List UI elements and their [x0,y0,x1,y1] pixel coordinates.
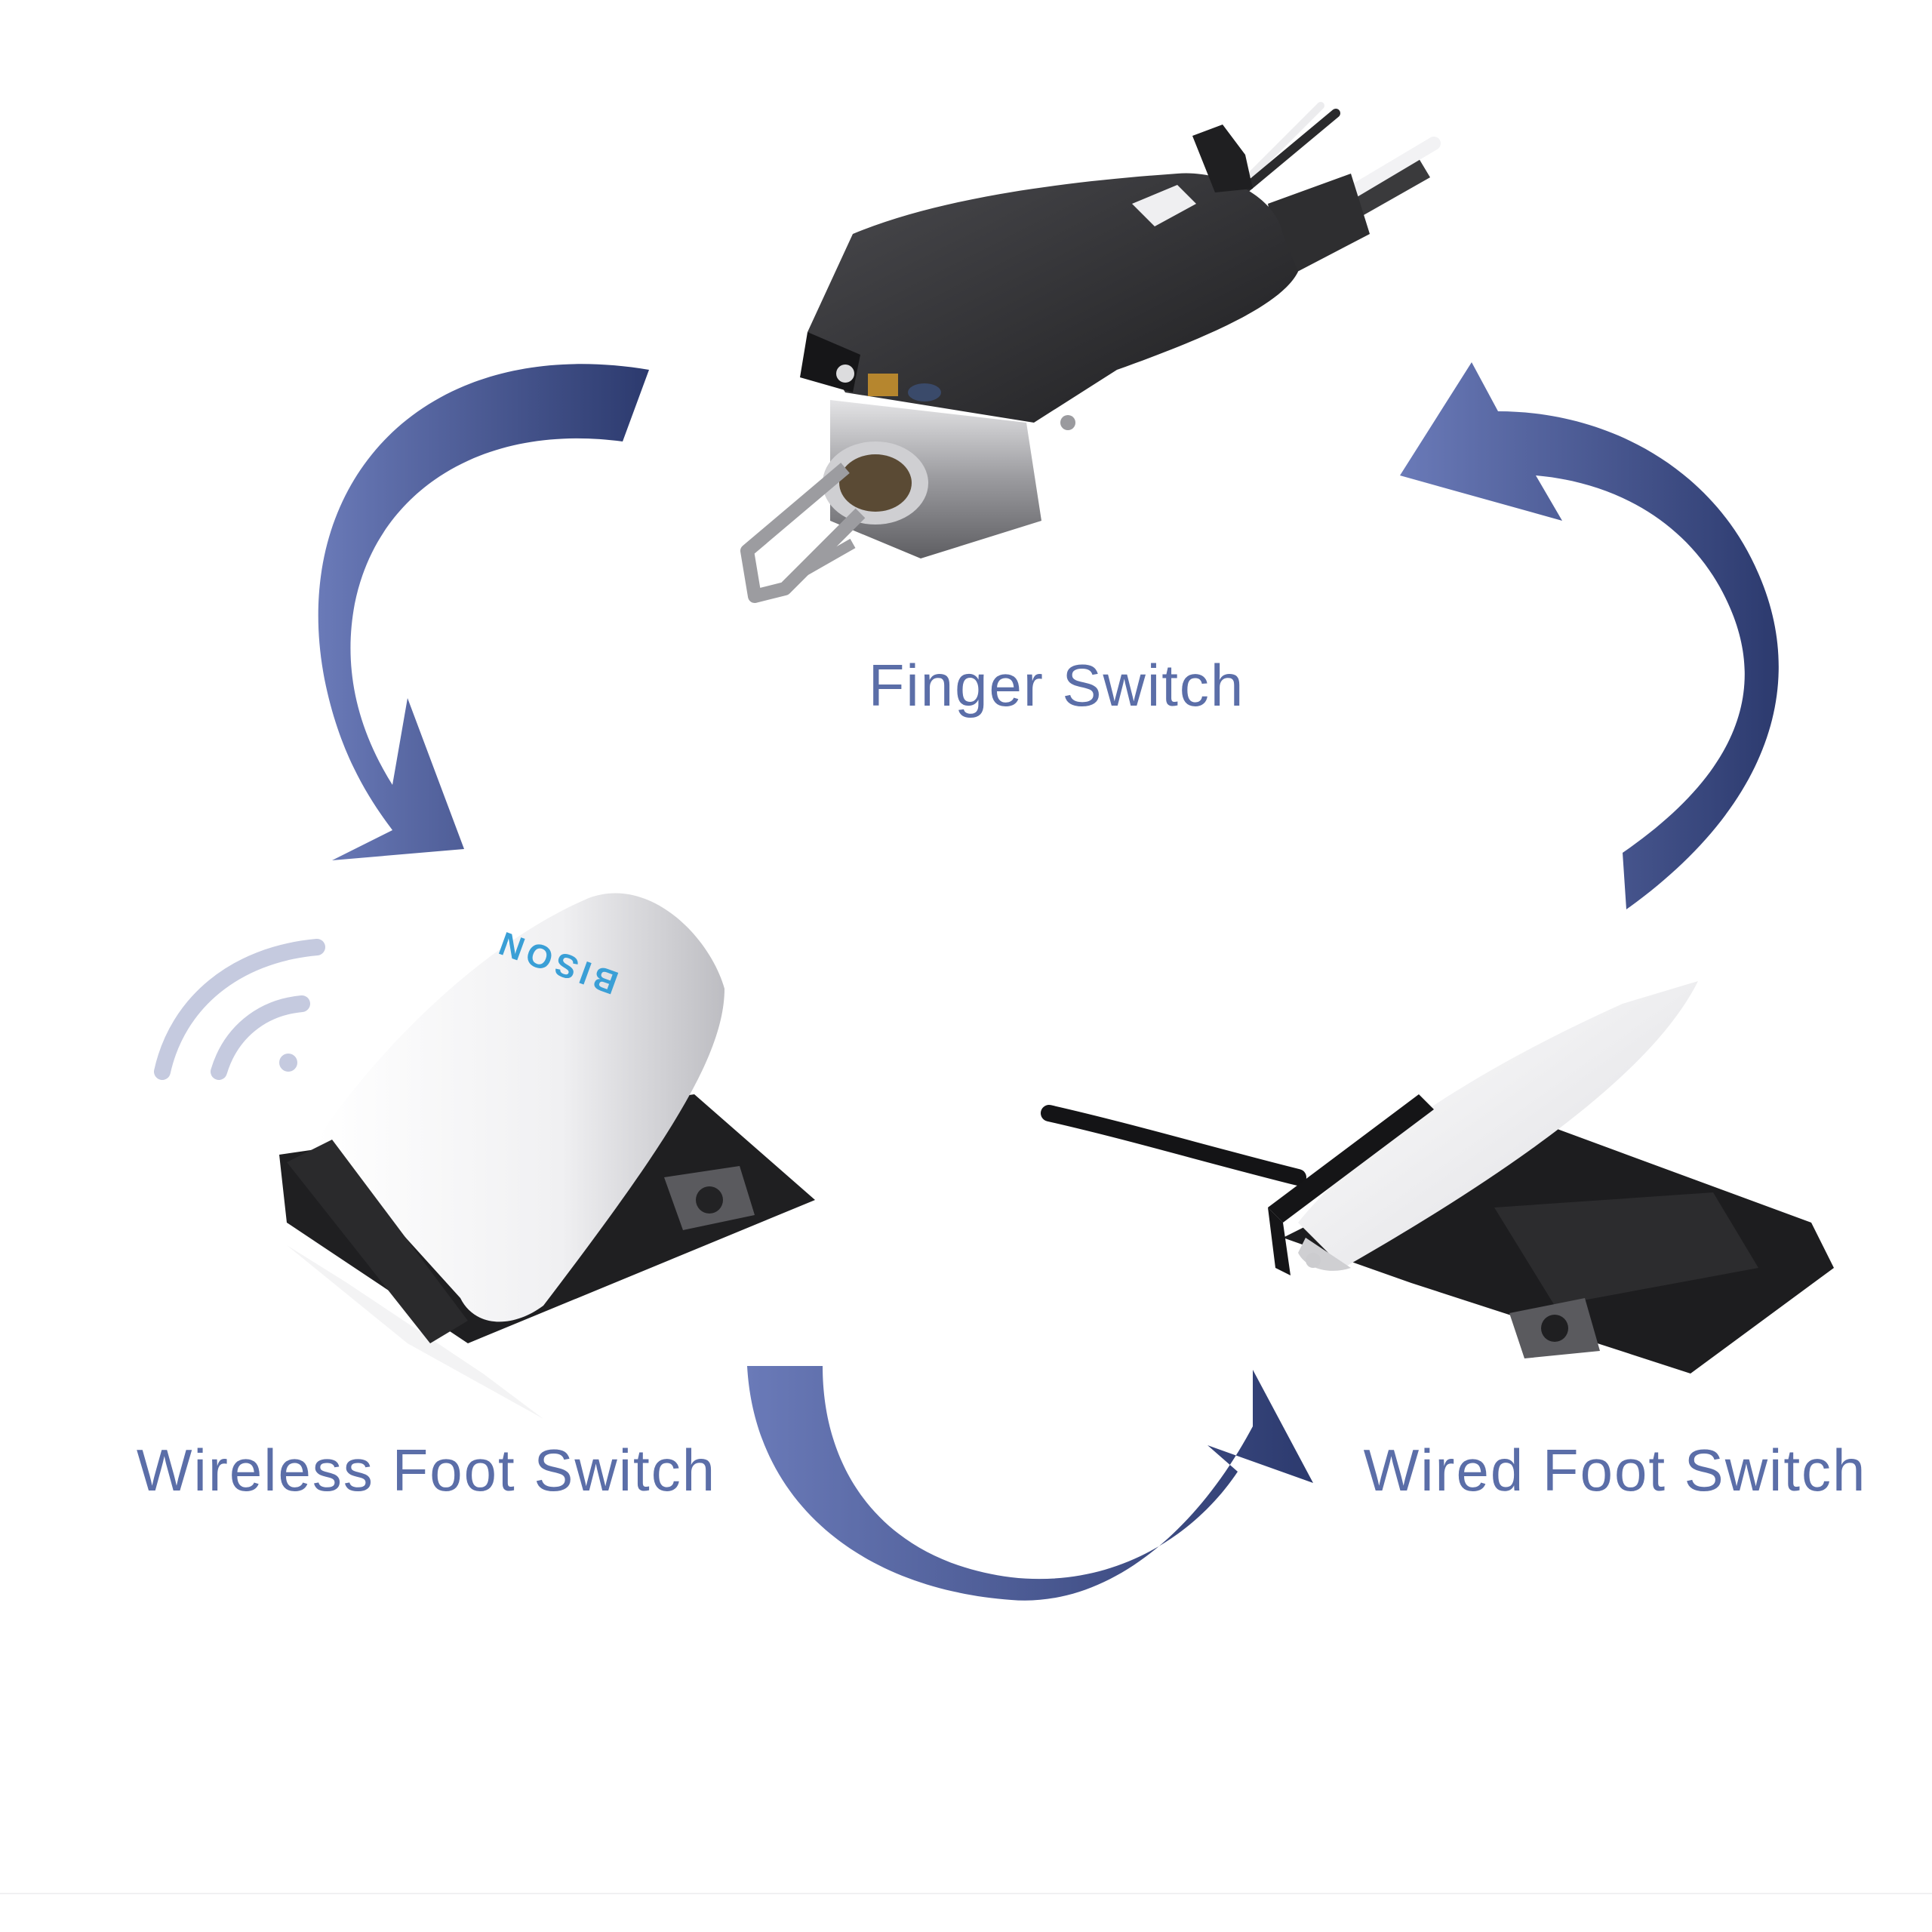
curved-arrow-icon-bottom [747,1366,1313,1601]
wireless-foot-switch-label: Wireless Foot Switch [137,1437,716,1503]
wired-foot-switch-device [1041,981,1834,1374]
curved-arrow-icon-left [318,364,649,860]
finger-switch-device [740,102,1441,603]
wifi-signal-icon [154,939,325,1080]
finger-switch-label: Finger Switch [869,652,1245,718]
wireless-foot-switch-device: BISON [154,893,815,1419]
wired-foot-switch-label: Wired Foot Switch [1364,1437,1867,1503]
bottom-divider [0,1893,1932,1894]
curved-arrow-icon-right [1400,362,1779,909]
